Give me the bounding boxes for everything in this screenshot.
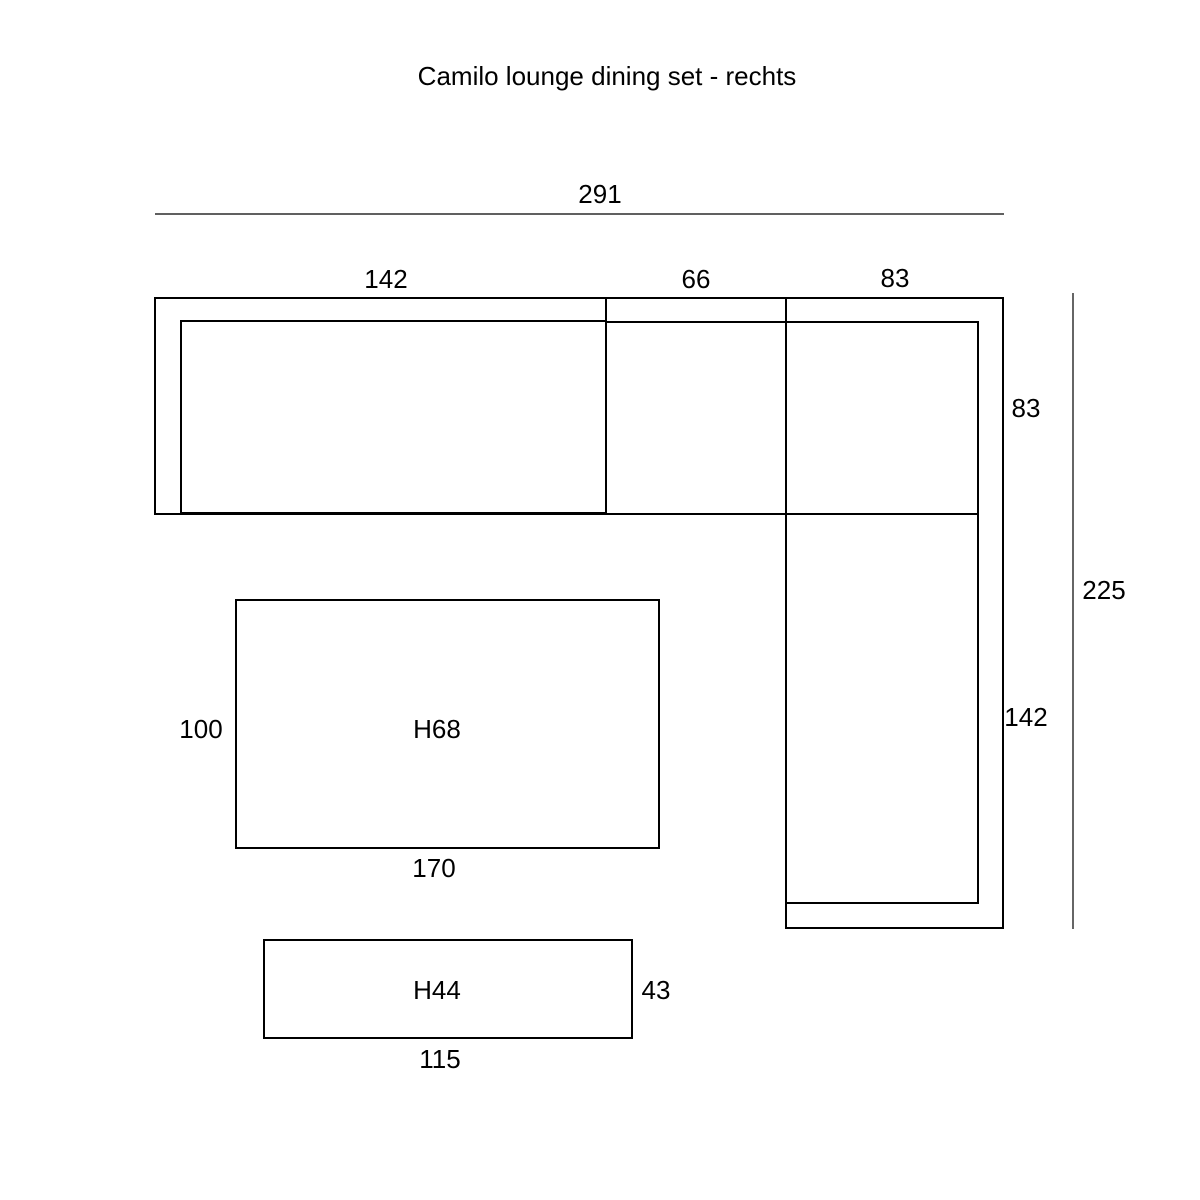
table-width-label: 170 [412, 853, 455, 883]
sofa-left-module-seat [180, 320, 607, 514]
sofa-corner-width-label: 83 [881, 263, 910, 293]
sofa-right-depth-label: 142 [1004, 702, 1047, 732]
sofa-corner-depth-label: 83 [1012, 393, 1041, 423]
bench [263, 939, 633, 1039]
overall-width-label: 291 [578, 179, 621, 209]
overall-depth-label: 225 [1082, 575, 1125, 605]
sofa-outline [154, 297, 1004, 929]
bench-height-label: H44 [413, 975, 461, 1005]
diagram-title: Camilo lounge dining set - rechts [418, 61, 797, 91]
sofa-left-width-label: 142 [364, 264, 407, 294]
sofa-left-module-back [154, 297, 607, 515]
table-height-label: H68 [413, 714, 461, 744]
bench-width-label: 115 [419, 1044, 460, 1074]
dining-table [235, 599, 660, 849]
sofa-right-module-seat [785, 513, 979, 904]
sofa-middle-width-label: 66 [682, 264, 711, 294]
bench-depth-label: 43 [642, 975, 671, 1005]
sofa-corner-module-seat [785, 321, 979, 515]
table-depth-label: 100 [179, 714, 222, 744]
